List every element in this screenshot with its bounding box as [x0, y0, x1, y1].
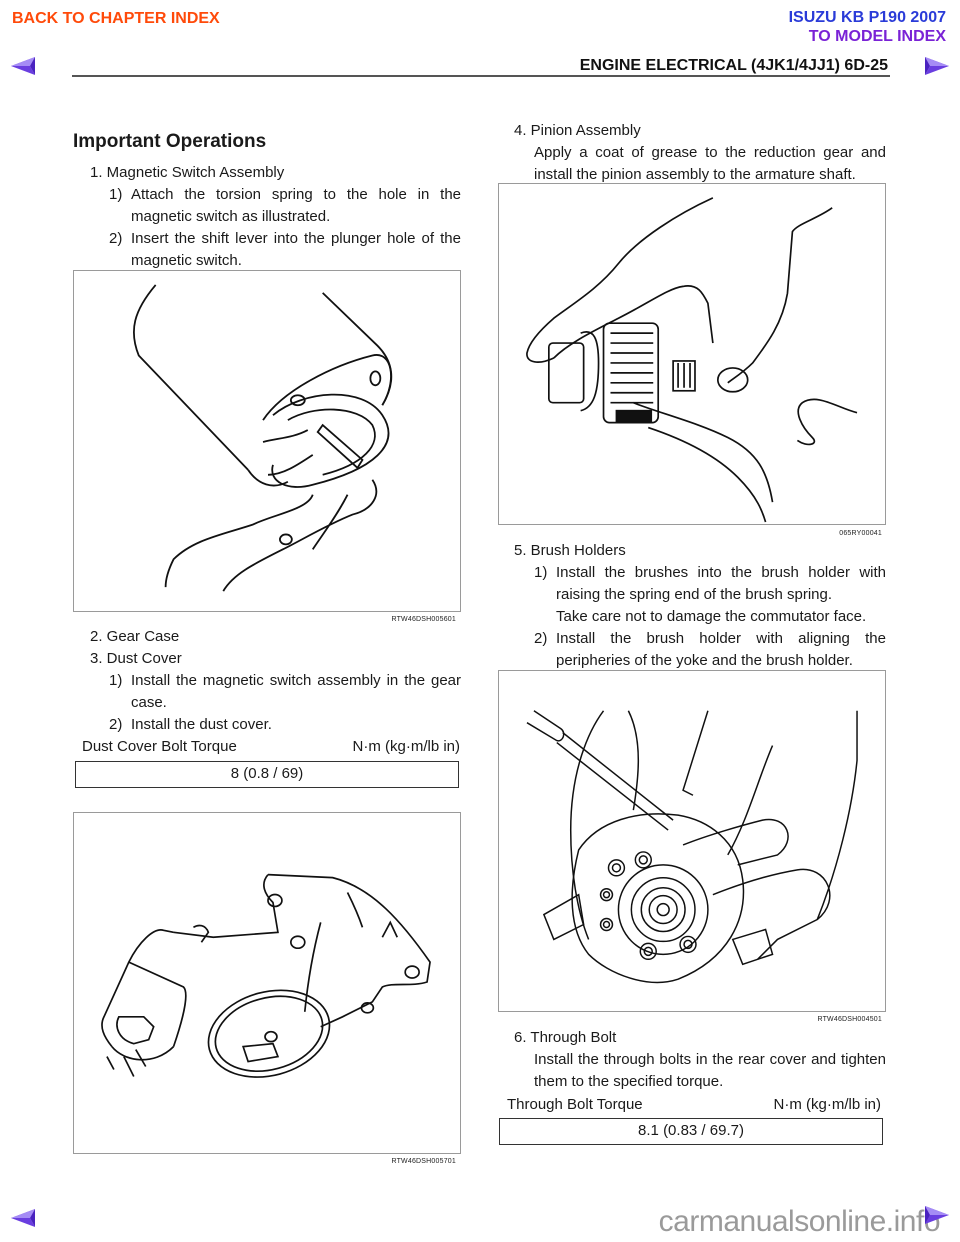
prev-page-button[interactable]	[10, 56, 38, 76]
step-3-sub-1-number: 1)	[109, 672, 123, 689]
step-1-title: 1. Magnetic Switch Assembly	[90, 164, 285, 181]
figure-code: RTW46DSH004501	[817, 1016, 882, 1023]
back-to-chapter-index-link[interactable]: BACK TO CHAPTER INDEX	[12, 10, 220, 27]
brush-holder-illustration	[526, 710, 858, 984]
step-3-title: 3. Dust Cover	[90, 650, 182, 667]
torque-unit: N·m (kg·m/lb in)	[773, 1096, 882, 1113]
right-arrow-icon	[925, 1206, 949, 1224]
through-bolt-torque-value: 8.1 (0.83 / 69.7)	[499, 1118, 883, 1145]
magnetic-switch-illustration	[132, 284, 393, 592]
torque-label: Through Bolt Torque	[507, 1096, 643, 1113]
next-page-button-bottom[interactable]	[922, 1205, 950, 1225]
torque-label: Dust Cover Bolt Torque	[82, 738, 237, 755]
step-6-title: 6. Through Bolt	[514, 1029, 617, 1046]
through-bolt-torque-header: Through Bolt Torque N·m (kg·m/lb in)	[507, 1096, 881, 1113]
figure-code: 065RY00041	[839, 530, 882, 537]
torque-unit: N·m (kg·m/lb in)	[352, 738, 461, 755]
step-1-sub-1-number: 1)	[109, 186, 123, 203]
step-1-sub-1-text: Attach the torsion spring to the hole in…	[131, 186, 461, 225]
right-arrow-icon	[925, 57, 949, 75]
header-divider	[72, 75, 890, 77]
step-5-title: 5. Brush Holders	[514, 542, 626, 559]
step-5-sub-1-note: Take care not to damage the commutator f…	[556, 608, 867, 625]
step-1-sub-2-number: 2)	[109, 230, 123, 247]
step-5-sub-2-text: Install the brush holder with aligning t…	[556, 630, 886, 669]
step-5-sub-1-text: Install the brushes into the brush holde…	[556, 564, 886, 603]
prev-page-button-bottom[interactable]	[10, 1208, 38, 1228]
figure-gear-case	[73, 812, 461, 1154]
step-5-sub-2-number: 2)	[534, 630, 548, 647]
figure-pinion-assembly	[498, 183, 886, 525]
figure-magnetic-switch	[73, 270, 461, 612]
figure-code: RTW46DSH005701	[391, 1158, 456, 1165]
step-5-sub-1-number: 1)	[534, 564, 548, 581]
left-arrow-icon	[11, 1209, 35, 1227]
step-4-title: 4. Pinion Assembly	[514, 122, 641, 139]
figure-code: RTW46DSH005601	[391, 616, 456, 623]
step-1-sub-2-text: Insert the shift lever into the plunger …	[131, 230, 461, 269]
step-3-sub-2-text: Install the dust cover.	[131, 716, 272, 733]
next-page-button[interactable]	[922, 56, 950, 76]
step-2-title: 2. Gear Case	[90, 628, 180, 645]
step-3-sub-1-text: Install the magnetic switch assembly in …	[131, 672, 461, 711]
step-6-body: Install the through bolts in the rear co…	[534, 1051, 886, 1090]
watermark-text: carmanualsonline.info	[658, 1205, 941, 1238]
step-3-sub-2-number: 2)	[109, 716, 123, 733]
section-title: Important Operations	[73, 131, 267, 152]
dust-cover-torque-value: 8 (0.8 / 69)	[75, 761, 459, 788]
pinion-assembly-illustration	[526, 197, 858, 523]
starter-gear-case-illustration	[101, 873, 431, 1078]
dust-cover-torque-header: Dust Cover Bolt Torque N·m (kg·m/lb in)	[82, 738, 460, 755]
page-header-title: ENGINE ELECTRICAL (4JK1/4JJ1) 6D-25	[579, 57, 888, 74]
to-model-index-link[interactable]: TO MODEL INDEX	[808, 28, 946, 45]
left-arrow-icon	[11, 57, 35, 75]
figure-brush-holders	[498, 670, 886, 1012]
step-4-body: Apply a coat of grease to the reduction …	[534, 144, 886, 183]
model-title-link[interactable]: ISUZU KB P190 2007	[788, 9, 946, 26]
